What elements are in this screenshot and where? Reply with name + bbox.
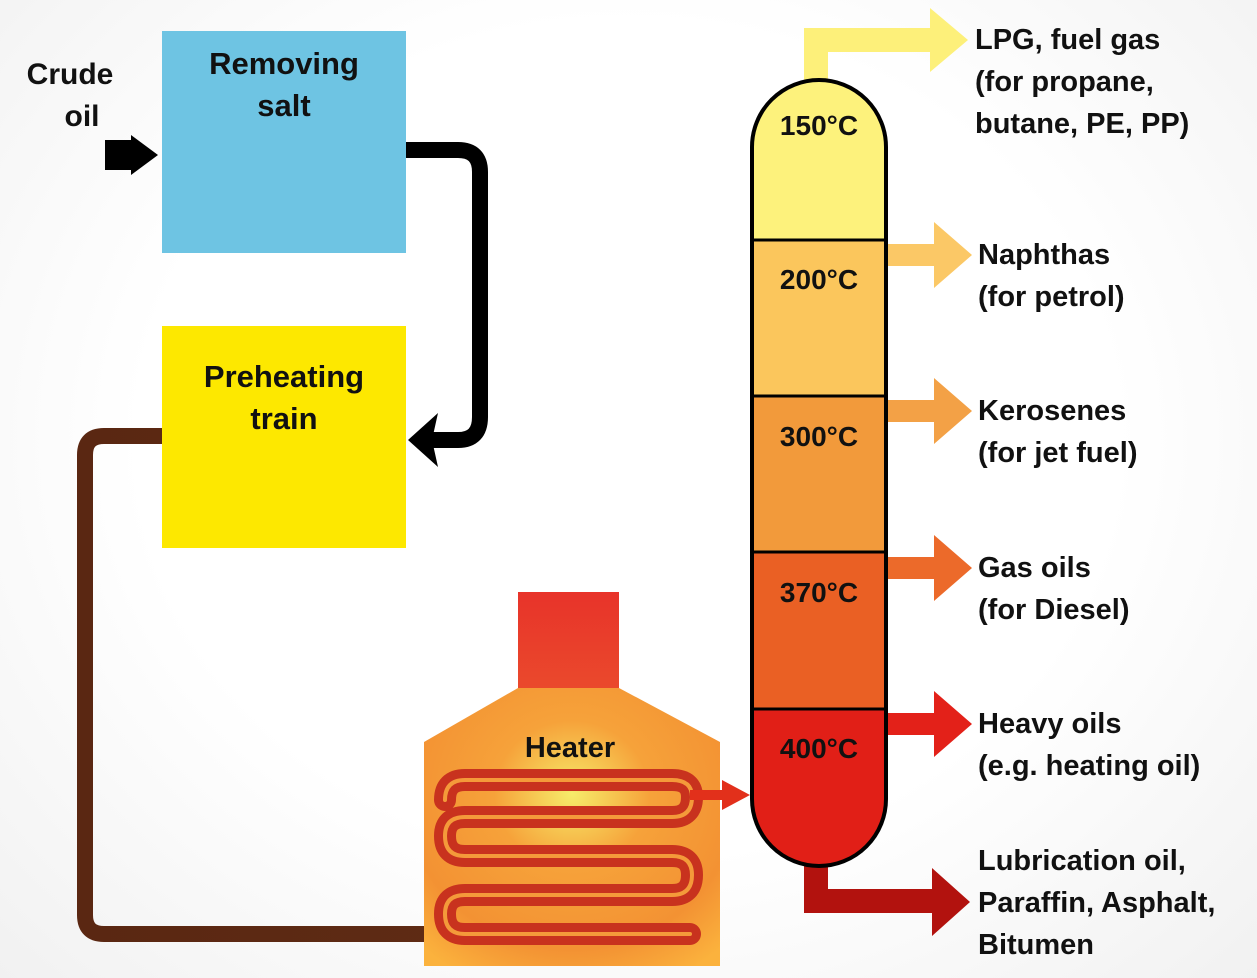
product-label-gas-oils: Gas oils (for Diesel): [978, 547, 1129, 631]
product-lubrication-line1: Lubrication oil,: [978, 845, 1186, 877]
product-lubrication-line2: Paraffin, Asphalt,: [978, 887, 1216, 919]
preheating-line2: train: [250, 401, 318, 436]
product-arrow-naphthas: [884, 222, 972, 288]
salt-to-preheat-pipe: [406, 142, 488, 467]
column-section-200: [752, 240, 886, 396]
temp-label-200: 200°C: [779, 264, 859, 295]
product-heavy-oils-line1: Heavy oils: [978, 708, 1122, 740]
preheating-label: Preheating train: [162, 356, 406, 440]
column-section-150: [752, 80, 886, 240]
preheat-to-heater-pipe: [77, 428, 690, 942]
product-arrow-heavy-oils: [884, 691, 972, 757]
temp-label-370: 370°C: [779, 577, 859, 608]
heater-to-column-arrow: [690, 780, 750, 810]
product-kerosenes-line1: Kerosenes: [978, 395, 1127, 427]
column-section-370: [752, 552, 886, 709]
crude-label-line2: oil: [64, 100, 100, 133]
heater: [424, 592, 720, 966]
product-arrow-kerosenes: [884, 378, 972, 444]
product-label-naphthas: Naphthas (for petrol): [978, 234, 1125, 318]
removing-salt-box: [162, 31, 406, 253]
temp-label-300: 300°C: [779, 421, 859, 452]
crude-label-line1: Crude: [26, 58, 114, 91]
crude-input-arrow: [105, 135, 158, 175]
preheating-line1: Preheating: [203, 359, 365, 394]
removing-salt-label: Removing salt: [162, 43, 406, 127]
product-label-lpg: LPG, fuel gas (for propane, butane, PE, …: [975, 19, 1189, 145]
product-gas-oils-line2: (for Diesel): [978, 594, 1130, 626]
product-label-lubrication: Lubrication oil, Paraffin, Asphalt, Bitu…: [978, 840, 1215, 966]
crude-oil-label: Crude oil: [12, 54, 128, 138]
product-naphthas-line2: (for petrol): [978, 281, 1125, 313]
product-arrow-lpg: [804, 8, 968, 82]
product-lubrication-line3: Bitumen: [978, 929, 1094, 961]
product-naphthas-line1: Naphthas: [978, 239, 1111, 271]
removing-salt-line2: salt: [257, 88, 311, 123]
temp-label-400: 400°C: [779, 733, 859, 764]
removing-salt-line1: Removing: [209, 46, 359, 81]
product-label-heavy-oils: Heavy oils (e.g. heating oil): [978, 703, 1200, 787]
preheating-box: [162, 326, 406, 548]
product-lpg-line1: LPG, fuel gas: [975, 24, 1161, 56]
column-section-400: [752, 709, 886, 866]
column-section-300: [752, 396, 886, 552]
heater-label: Heater: [524, 732, 616, 764]
product-label-kerosenes: Kerosenes (for jet fuel): [978, 390, 1138, 474]
temp-label-150: 150°C: [779, 110, 859, 141]
product-heavy-oils-line2: (e.g. heating oil): [978, 750, 1201, 782]
product-kerosenes-line2: (for jet fuel): [978, 437, 1138, 469]
product-lpg-line2: (for propane,: [975, 66, 1154, 98]
product-gas-oils-line1: Gas oils: [978, 552, 1091, 584]
product-lpg-line3: butane, PE, PP): [975, 108, 1190, 140]
distillation-column: [750, 78, 888, 868]
product-arrow-lubrication: [804, 860, 970, 936]
product-arrow-gas-oils: [884, 535, 972, 601]
